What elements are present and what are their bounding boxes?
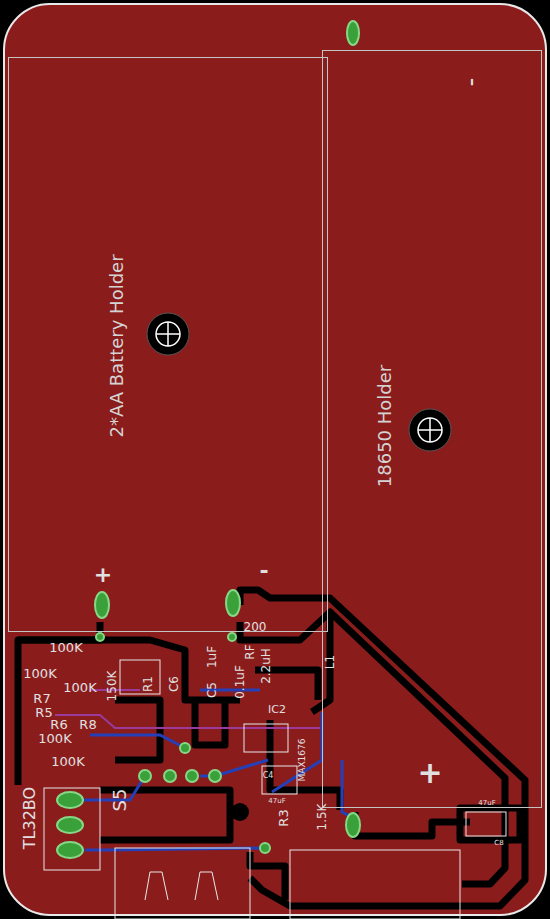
silkscreen-label: 100K	[49, 641, 82, 654]
silkscreen-label: R8	[79, 718, 96, 731]
bottom-traces	[60, 690, 358, 850]
holder-outline: 18650 Holder	[322, 50, 542, 808]
silkscreen-label: MAX1676	[298, 739, 307, 782]
board-outline	[4, 4, 546, 915]
silkscreen-label: R1	[142, 676, 154, 692]
pads	[95, 21, 360, 853]
silkscreen-label: C5	[206, 682, 218, 698]
silkscreen-label: TL32BO	[22, 787, 38, 849]
silkscreen-label: 1.5K	[316, 804, 328, 831]
silkscreen-label: 100K	[51, 755, 84, 768]
silkscreen-label: S5	[111, 789, 129, 812]
silkscreen-label: R3	[277, 809, 290, 826]
silkscreen-label: RF	[244, 644, 256, 659]
holder-label: 18650 Holder	[374, 365, 395, 487]
silkscreen-label: -	[461, 78, 485, 87]
mount-holes	[147, 313, 451, 821]
silkscreen-label: 150K	[106, 671, 118, 702]
silkscreen-label: R5	[35, 706, 52, 719]
holder-label: 2*AA Battery Holder	[106, 254, 127, 437]
silkscreen-label: 47uF	[478, 800, 495, 807]
silkscreen-label: R7	[33, 692, 50, 705]
silkscreen-label: L1	[324, 655, 336, 669]
silkscreen-label: IC2	[268, 704, 286, 715]
silkscreen-label: 200	[244, 621, 267, 633]
holder-outline: 2*AA Battery Holder	[8, 57, 328, 632]
silkscreen-label: 2.2uH	[260, 648, 272, 684]
silkscreen-label: 100K	[38, 732, 71, 745]
silkscreen-label: C6	[168, 676, 180, 692]
silkscreen-label: C4	[263, 772, 274, 780]
connector-pins	[57, 792, 83, 858]
silkscreen-label: +	[94, 564, 112, 586]
copper-clearance	[18, 590, 525, 906]
silkscreen	[44, 660, 506, 919]
silkscreen-label: 0.1uF	[234, 665, 246, 699]
silkscreen-label: 100K	[63, 681, 96, 694]
silkscreen-label: 100K	[23, 667, 56, 680]
silkscreen-label: -	[259, 560, 268, 582]
silkscreen-label: C8	[494, 840, 503, 847]
silkscreen-label: 1uF	[206, 646, 218, 668]
silkscreen-label: R6	[50, 718, 67, 731]
silkscreen-label: 47uF	[268, 798, 285, 805]
silkscreen-label: +	[417, 758, 442, 788]
